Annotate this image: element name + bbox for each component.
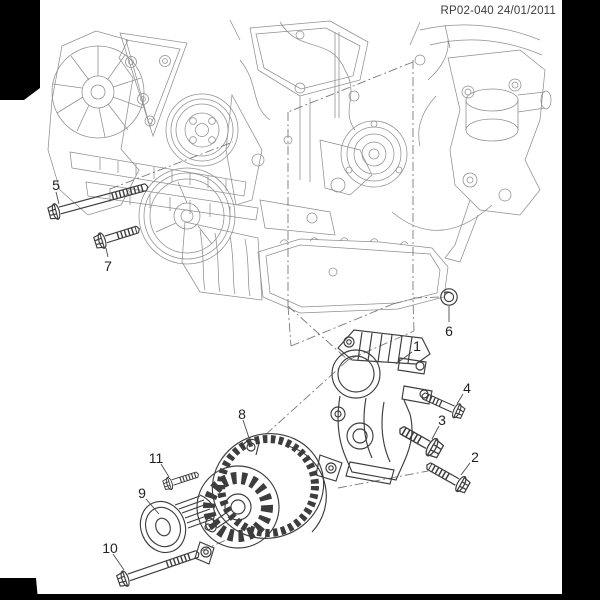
callout-9: 9: [138, 485, 146, 501]
callout-10: 10: [102, 540, 118, 556]
callout-6: 6: [445, 323, 453, 339]
bolt-3-drawing: [399, 425, 445, 459]
bolt-5-drawing: [47, 183, 149, 220]
callout-7: 7: [104, 258, 112, 274]
scan-border-top-left: [0, 0, 40, 100]
scan-border-right: [562, 0, 600, 600]
generator-pulley-drawing: [139, 494, 216, 554]
callout-numbers: 1 2 3 4 5 6 7 8 9 10 11: [52, 177, 479, 556]
callout-3: 3: [438, 412, 446, 428]
callout-1: 1: [413, 338, 421, 354]
scan-border-bottom-left: [0, 578, 38, 600]
callout-8: 8: [238, 406, 246, 422]
engine-assembly-drawing: [47, 19, 552, 314]
callout-5: 5: [52, 177, 60, 193]
drawing-reference-code: RP02-040 24/01/2011: [440, 5, 556, 17]
callout-4: 4: [463, 380, 471, 396]
callout-leader-lines: [55, 191, 471, 571]
bolt-11-drawing: [162, 471, 199, 491]
projection-centerlines: [109, 60, 442, 552]
callout-2: 2: [471, 449, 479, 465]
callout-11: 11: [149, 450, 164, 466]
bolt-2-drawing: [426, 462, 471, 494]
bolt-10-drawing: [116, 550, 200, 587]
bolt-7-drawing: [93, 225, 140, 249]
nut-drawing: [440, 288, 458, 306]
bolt-4-drawing: [421, 392, 466, 419]
generator-drawing: [194, 433, 343, 565]
scan-border-bottom: [0, 594, 600, 600]
